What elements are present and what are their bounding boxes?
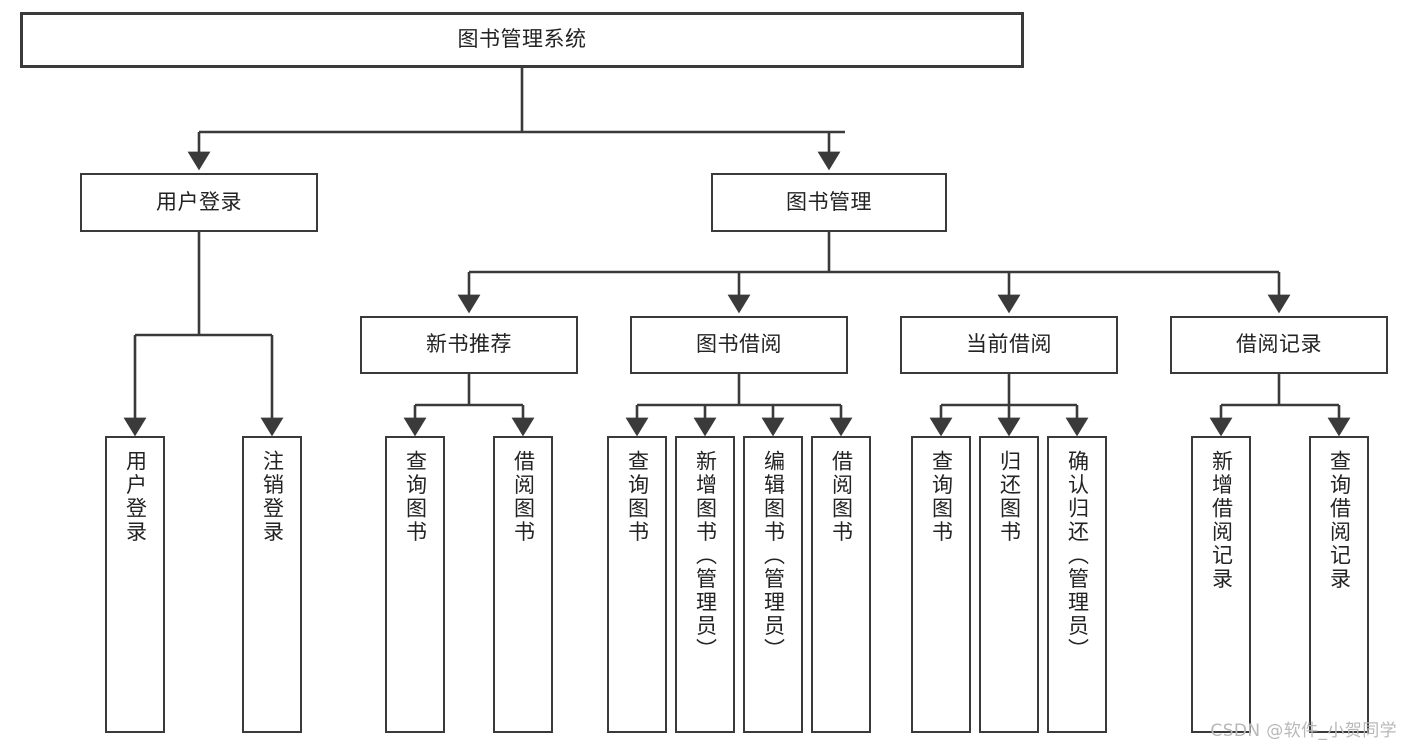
- node-leaf-borrow-book-1[interactable]: 借阅图书: [493, 436, 553, 733]
- node-leaf-logout-login[interactable]: 注销登录: [242, 436, 302, 733]
- node-leaf-borrow-book-2-label: 借阅图书: [829, 450, 854, 544]
- node-root[interactable]: 图书管理系统: [20, 12, 1024, 68]
- node-leaf-user-login-label: 用户登录: [123, 450, 148, 544]
- node-leaf-add-book[interactable]: 新增图书（管理员）: [675, 436, 735, 733]
- node-leaf-edit-book-label: 编辑图书（管理员）: [761, 450, 786, 662]
- node-leaf-query-book-1-label: 查询图书: [403, 450, 428, 544]
- node-book-management[interactable]: 图书管理: [711, 173, 947, 232]
- node-borrow-record[interactable]: 借阅记录: [1170, 316, 1388, 374]
- node-leaf-query-book-2[interactable]: 查询图书: [607, 436, 667, 733]
- node-book-borrow[interactable]: 图书借阅: [630, 316, 848, 374]
- node-leaf-query-book-1[interactable]: 查询图书: [385, 436, 445, 733]
- node-borrow-record-label: 借阅记录: [1236, 332, 1322, 357]
- node-leaf-confirm-return-label: 确认归还（管理员）: [1065, 450, 1090, 662]
- node-book-borrow-label: 图书借阅: [696, 332, 782, 357]
- node-leaf-query-record-label: 查询借阅记录: [1327, 450, 1352, 591]
- node-leaf-query-record[interactable]: 查询借阅记录: [1309, 436, 1369, 733]
- node-leaf-add-record-label: 新增借阅记录: [1209, 450, 1234, 591]
- node-current-borrow-label: 当前借阅: [966, 332, 1052, 357]
- node-user-login[interactable]: 用户登录: [80, 173, 318, 232]
- node-leaf-logout-login-label: 注销登录: [260, 450, 285, 544]
- watermark: CSDN @软件_小贺同学: [1210, 721, 1397, 741]
- node-leaf-borrow-book-1-label: 借阅图书: [511, 450, 536, 544]
- node-leaf-query-book-2-label: 查询图书: [625, 450, 650, 544]
- node-leaf-edit-book[interactable]: 编辑图书（管理员）: [743, 436, 803, 733]
- node-new-book-recommend[interactable]: 新书推荐: [360, 316, 578, 374]
- node-leaf-return-book-label: 归还图书: [997, 450, 1022, 544]
- node-root-label: 图书管理系统: [457, 27, 587, 52]
- node-leaf-return-book[interactable]: 归还图书: [979, 436, 1039, 733]
- node-book-management-label: 图书管理: [786, 189, 872, 214]
- node-current-borrow[interactable]: 当前借阅: [900, 316, 1118, 374]
- node-new-book-recommend-label: 新书推荐: [426, 332, 512, 357]
- node-leaf-add-book-label: 新增图书（管理员）: [693, 450, 718, 662]
- node-leaf-borrow-book-2[interactable]: 借阅图书: [811, 436, 871, 733]
- node-user-login-label: 用户登录: [156, 189, 242, 214]
- node-leaf-confirm-return[interactable]: 确认归还（管理员）: [1047, 436, 1107, 733]
- node-leaf-query-book-3-label: 查询图书: [929, 450, 954, 544]
- node-leaf-user-login[interactable]: 用户登录: [105, 436, 165, 733]
- node-leaf-add-record[interactable]: 新增借阅记录: [1191, 436, 1251, 733]
- node-leaf-query-book-3[interactable]: 查询图书: [911, 436, 971, 733]
